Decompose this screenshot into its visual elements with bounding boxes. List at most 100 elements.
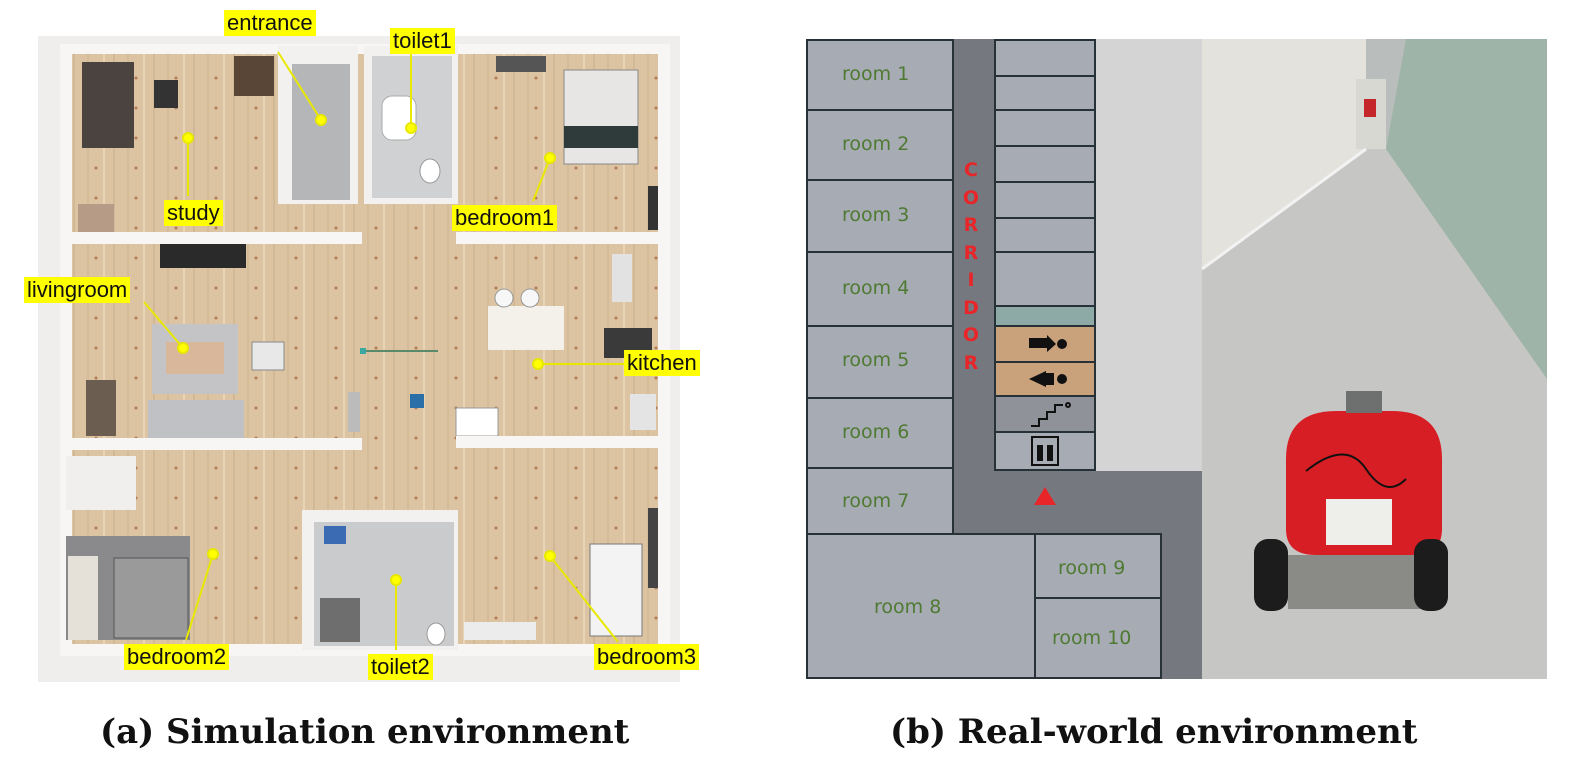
leader-bedroom3 [549,555,619,643]
room-4-label: room 4 [842,277,910,299]
left-rooms [806,39,1162,679]
bedroom3-dresser [464,622,536,640]
bedroom1-shelf [648,186,658,230]
room-2-box [806,109,954,181]
label-livingroom: livingroom [24,277,131,303]
robot-marker [360,348,366,354]
corridor-letter: R [963,214,979,236]
room-7-box [806,467,954,535]
light-area [1095,39,1202,471]
caption-realworld: (b) Real-world environment [890,712,1418,752]
kitchen-counter [612,254,632,302]
kitchen-chair-1 [494,288,514,308]
room-7-label: room 7 [842,490,910,512]
leader-dot-toilet2 [390,574,402,586]
leader-dot-kitchen [532,358,544,370]
men-toilet-icon [1029,335,1067,352]
livingroom-chair [251,341,285,371]
caption-simulation: (a) Simulation environment [100,712,630,752]
label-kitchen: kitchen [624,350,700,376]
toilet1-toilet [419,158,441,184]
target-object [410,394,424,408]
livingroom-cabinet [86,380,116,436]
leader-dot-livingroom [177,342,189,354]
room-5-label: room 5 [842,349,910,371]
toilet2-shower [320,598,360,642]
corridor-letter: C [964,159,978,181]
photo-robot-sensor [1346,391,1382,413]
label-bedroom3: bedroom3 [594,644,700,670]
room-3-box [806,179,954,253]
corridor-label: C O R R I D O R [960,157,982,377]
leader-entrance [277,51,322,121]
room-9-box [1034,533,1162,599]
toilet2-item [324,526,346,544]
simulation-floorplan-render [38,36,680,682]
right-room-3 [994,109,1096,147]
kitchen-appliance [455,407,499,437]
corridor-letter: I [967,269,975,291]
realworld-panel: room 1 room 2 room 3 room 4 room 5 room … [806,39,1547,679]
upper-left-wall [66,232,362,244]
livingroom-sofa [148,400,244,440]
photo-far-sign [1364,99,1376,117]
kitchen-fridge [630,394,656,430]
corridor-letter: D [963,296,979,319]
room-8-label: room 8 [874,596,942,618]
leader-bedroom1 [532,157,551,202]
leader-livingroom [143,301,184,349]
photo-robot-wheel-right [1414,539,1448,611]
toilet2-toilet [426,622,446,646]
label-bedroom2: bedroom2 [124,644,230,670]
livingroom-tv [160,244,246,268]
right-room-2 [994,75,1096,111]
study-cabinet [234,56,274,96]
elevator-room [994,431,1096,471]
leader-dot-entrance [315,114,327,126]
left-room-labels: room 1 room 2 room 3 room 4 room 5 room … [806,39,952,534]
bedroom2-bed [113,557,189,639]
room-3-label: room 3 [842,204,910,226]
room-1-label: room 1 [842,63,910,85]
simulation-floorplan: entrance toilet1 study bedroom1 livingro… [24,10,700,682]
label-toilet1: toilet1 [390,28,455,54]
photo-robot-body [1286,411,1442,555]
entrance-floor [292,64,350,200]
bedroom1-bed [563,69,639,165]
kitchen-table [488,306,564,350]
right-room-6 [994,217,1096,253]
bedroom2-shelf [68,556,98,640]
upper-right-wall [456,232,658,244]
study-chair [154,80,178,108]
right-room-1 [994,39,1096,77]
room-8-box [806,533,1036,679]
photo-robot-base [1288,555,1438,609]
right-room-5 [994,181,1096,219]
corridor-letter: R [963,241,979,264]
label-entrance: entrance [224,10,316,36]
right-room-teal [994,305,1096,327]
bedroom1-blanket [564,126,638,148]
photo-robot-board [1326,499,1392,545]
right-room-4 [994,145,1096,183]
leader-bedroom2 [185,553,214,641]
photo-robot-wheel-left [1254,539,1288,611]
bedroom3-shelf [648,508,658,588]
photo-robot-cable [1305,453,1407,488]
right-column-rooms [994,39,1096,471]
label-bedroom1: bedroom1 [452,205,558,231]
room-1-box [806,39,954,111]
right-room-7 [994,251,1096,307]
study-desk [82,62,134,148]
photo-right-wall [1386,39,1547,379]
lower-right-wall [456,436,658,448]
study-box [78,204,114,232]
lower-left-wall [66,438,362,450]
women-toilet-icon [1029,371,1067,387]
bedroom3-bed [589,543,643,637]
livingroom-table [166,342,224,374]
leader-dot-study [182,132,194,144]
room-2-label: room 2 [842,133,910,155]
robot-start-marker-icon [1034,487,1056,505]
bedroom2-closet [66,456,136,510]
